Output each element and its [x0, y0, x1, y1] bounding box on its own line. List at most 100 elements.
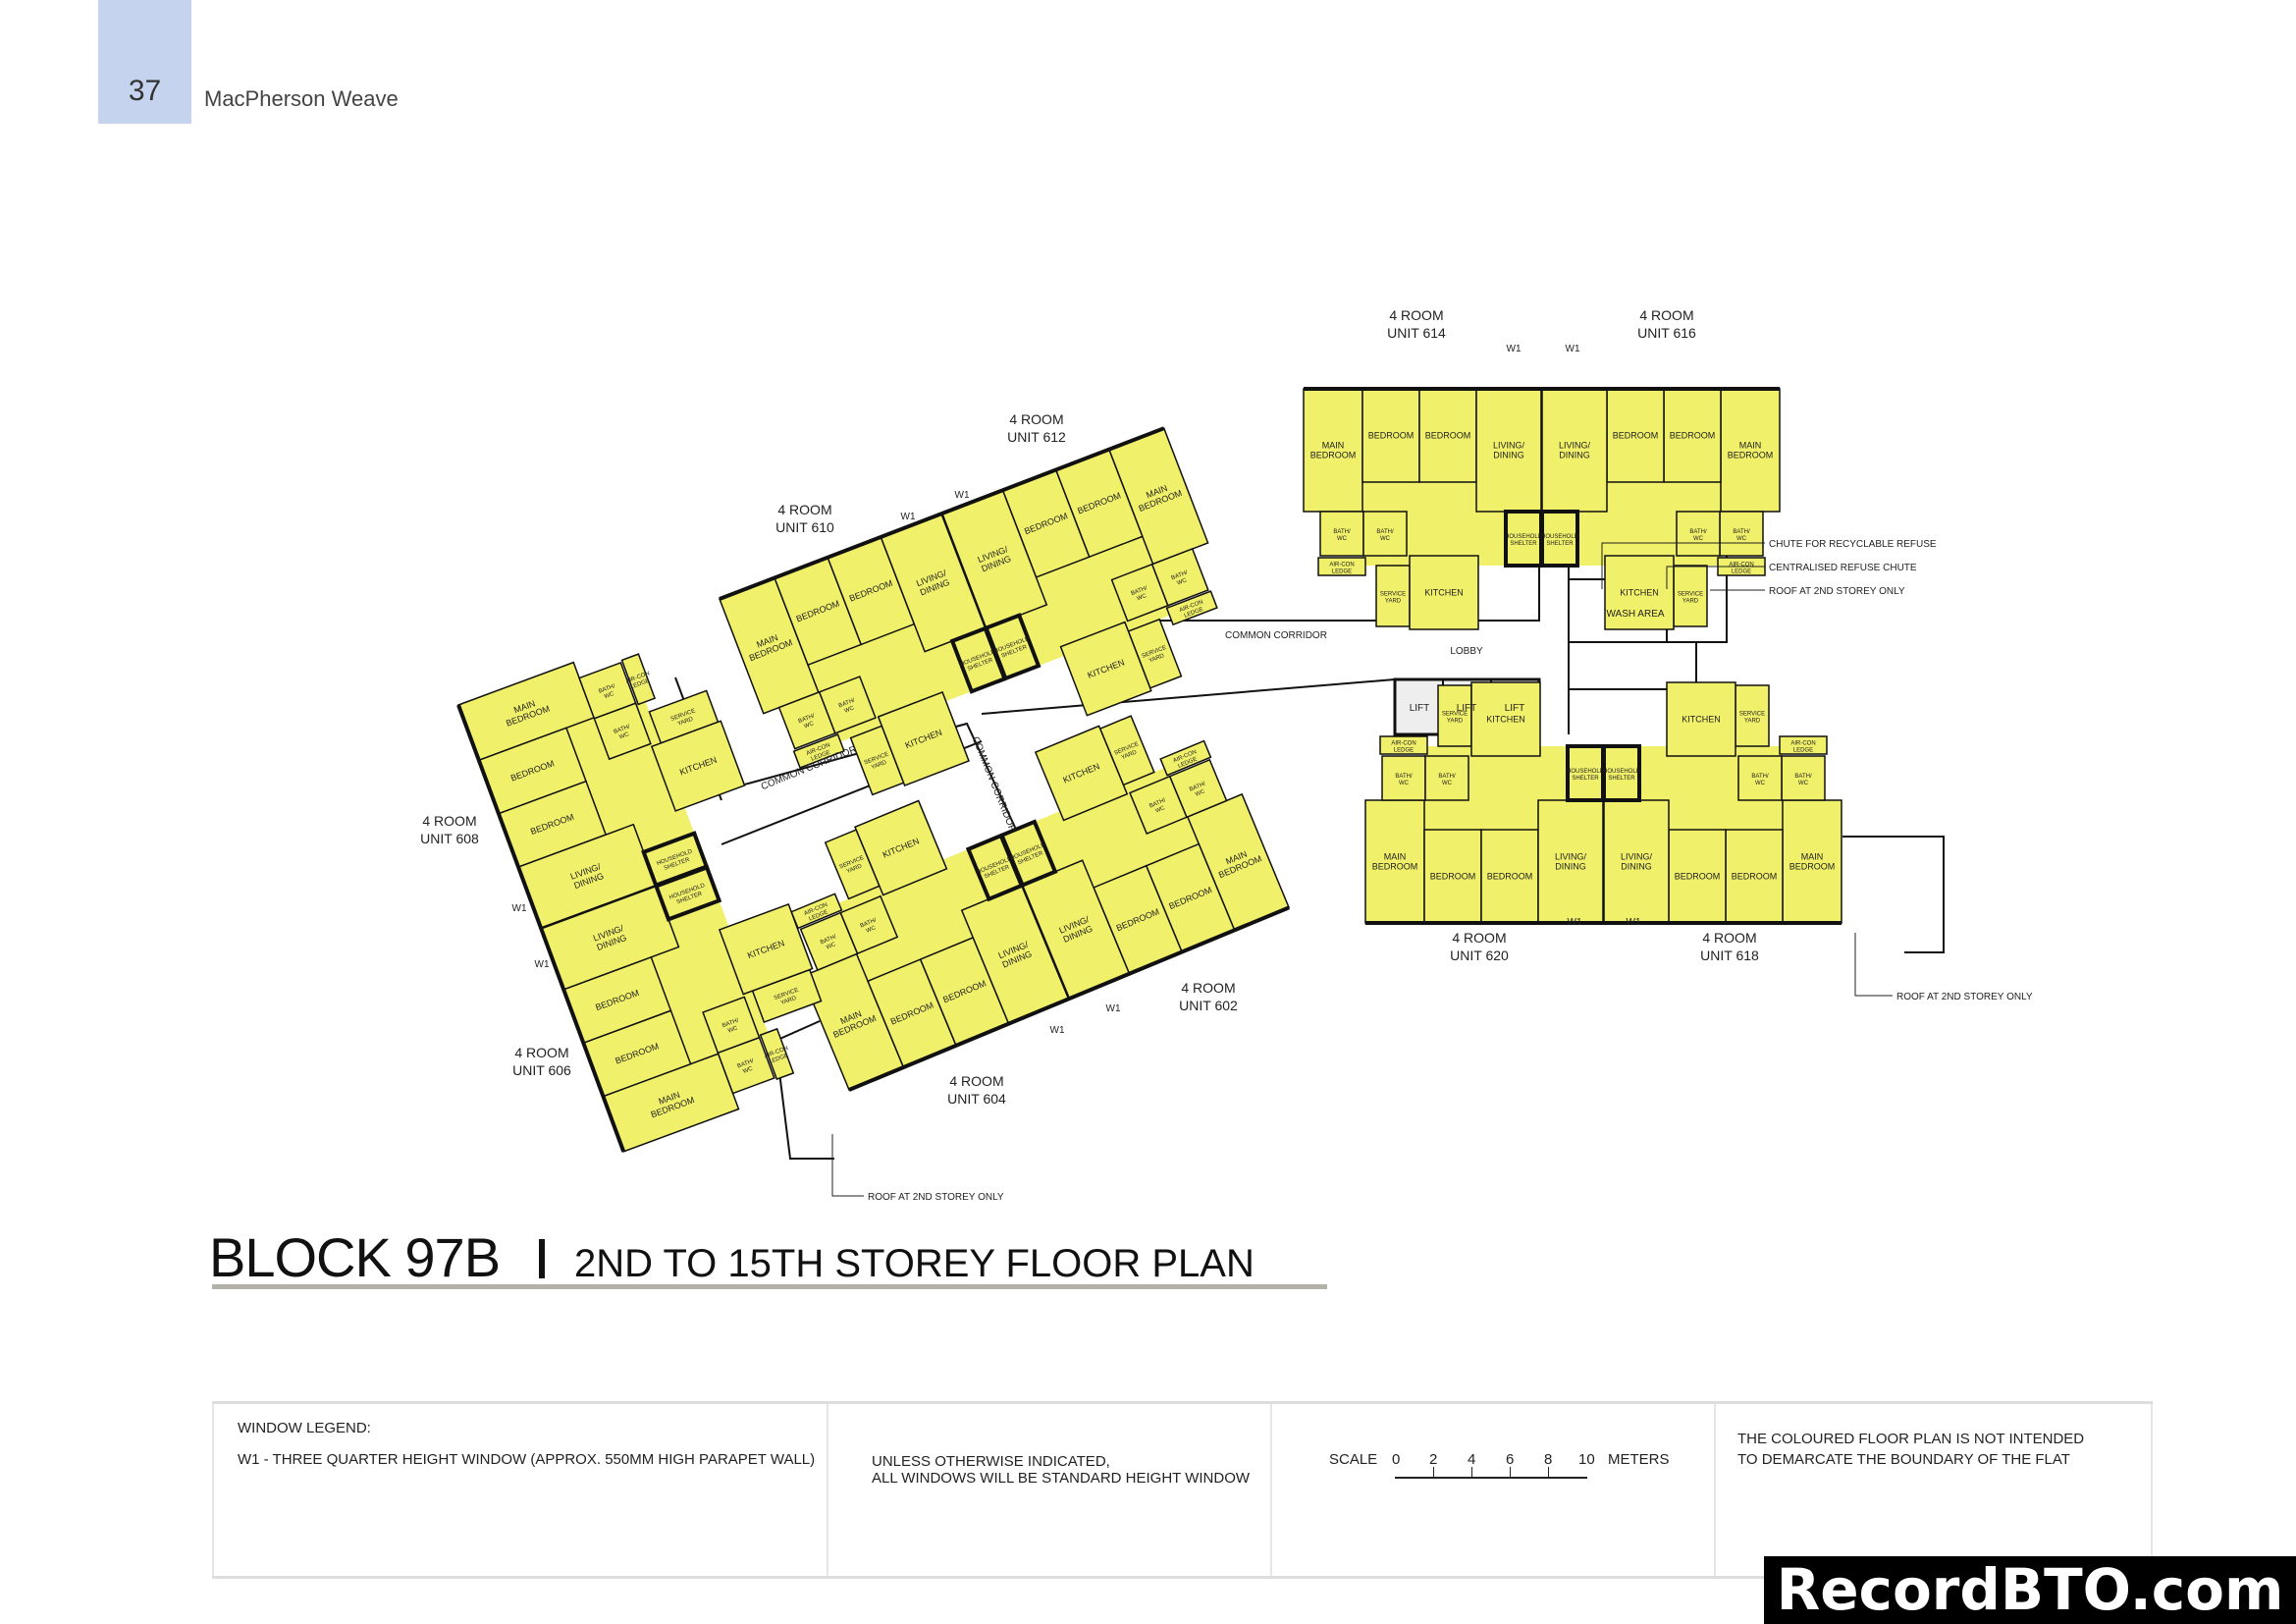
window-tag: W1: [901, 512, 916, 522]
scale-tick: 10: [1578, 1451, 1595, 1468]
window-tag: W1: [1568, 917, 1582, 928]
svg-text:4 ROOM: 4 ROOM: [422, 813, 476, 829]
kitchen-label: KITCHEN: [1682, 715, 1721, 725]
kitchen-room: [1470, 681, 1541, 757]
facade-wall: [719, 426, 1165, 601]
bath-label: BATH/WC: [1171, 569, 1192, 587]
bath-label: BATH/WC: [1333, 529, 1351, 542]
scale-tick: 0: [1392, 1451, 1401, 1468]
page-number: 37: [128, 75, 162, 107]
window-tag: W1: [535, 959, 550, 970]
svg-text:4 ROOM: 4 ROOM: [1009, 411, 1063, 427]
svg-text:UNIT 614: UNIT 614: [1387, 325, 1446, 341]
svg-text:4 ROOM: 4 ROOM: [1702, 930, 1756, 946]
scale-tick: 6: [1506, 1451, 1515, 1468]
svg-text:4 ROOM: 4 ROOM: [777, 502, 831, 517]
window-tag: W1: [512, 903, 527, 914]
leader-line: [1666, 566, 1765, 589]
lift-label: LIFT: [1410, 703, 1430, 714]
scale-tick: 4: [1468, 1451, 1476, 1468]
window-legend-heading: WINDOW LEGEND:: [238, 1420, 371, 1436]
kitchen-room: [877, 690, 970, 786]
document-title: MacPherson Weave: [204, 86, 399, 111]
bath-room: [1129, 775, 1188, 836]
aircon-room: [1779, 735, 1828, 755]
bedroom-label: BEDROOM: [1487, 872, 1533, 882]
wash-area-label: WASH AREA: [1606, 609, 1664, 620]
staircase: [1568, 641, 1697, 690]
aircon-room: [792, 733, 845, 769]
aircon-room: [1165, 590, 1218, 626]
svg-text:UNIT 610: UNIT 610: [775, 519, 834, 535]
disclaimer-line2: TO DEMARCATE THE BOUNDARY OF THE FLAT: [1737, 1451, 2070, 1468]
annotation-roof: ROOF AT 2ND STOREY ONLY: [1896, 992, 2033, 1002]
annotation-roof: ROOF AT 2ND STOREY ONLY: [1769, 586, 1905, 597]
bath-room: [702, 996, 761, 1055]
living-label: LIVING/DINING: [1493, 441, 1525, 460]
annotation-refuse-chute: CENTRALISED REFUSE CHUTE: [1769, 563, 1917, 573]
bedroom-label: BEDROOM: [1675, 872, 1721, 882]
lift-label: LIFT: [1505, 703, 1525, 714]
bath-label: BATH/WC: [798, 713, 819, 731]
svg-text:4 ROOM: 4 ROOM: [1639, 307, 1693, 323]
unit-label-616: 4 ROOM UNIT 616: [1637, 307, 1696, 341]
scale-tick: 2: [1429, 1451, 1438, 1468]
bath-label: BATH/WC: [1131, 585, 1151, 603]
window-note-cell: UNLESS OTHERWISE INDICATED, ALL WINDOWS …: [827, 1404, 1270, 1576]
svg-text:UNIT 612: UNIT 612: [1007, 429, 1066, 445]
svg-text:4 ROOM: 4 ROOM: [1181, 980, 1235, 996]
bedroom-label: BEDROOM: [1732, 872, 1778, 882]
bath-room: [818, 676, 877, 734]
facade-wall: [456, 704, 626, 1153]
svg-text:4 ROOM: 4 ROOM: [1452, 930, 1506, 946]
shelter-room: [653, 864, 722, 922]
bath-label: BATH/WC: [1794, 774, 1812, 786]
window-tag: W1: [1627, 917, 1641, 928]
svg-text:4 ROOM: 4 ROOM: [514, 1045, 568, 1060]
leader-line: [1854, 933, 1893, 997]
facade-wall: [848, 905, 1290, 1092]
bath-label: BATH/WC: [736, 1058, 757, 1076]
building-wing: MAINBEDROOMBEDROOMBEDROOMLIVING/DININGBA…: [456, 653, 823, 1153]
kitchen-room: [1604, 555, 1675, 630]
kitchen-room: [650, 720, 746, 812]
corridor-wall: [981, 677, 1396, 734]
window-tag: W1: [1566, 344, 1580, 354]
bath-room: [1424, 755, 1469, 801]
bedroom-label: BEDROOM: [1368, 431, 1415, 441]
bedroom-label: BEDROOM: [1425, 431, 1471, 441]
floor-plan-subtitle: 2ND TO 15TH STOREY FLOOR PLAN: [574, 1242, 1255, 1285]
bath-room: [1362, 511, 1408, 557]
scale-unit: METERS: [1608, 1451, 1670, 1468]
unit-label-612: 4 ROOM UNIT 612: [1007, 411, 1066, 445]
svg-text:UNIT 616: UNIT 616: [1637, 325, 1696, 341]
bath-label: BATH/WC: [1751, 774, 1769, 786]
bath-label: BATH/WC: [838, 698, 859, 716]
scale-label: SCALE: [1329, 1451, 1378, 1468]
kitchen-room: [854, 799, 948, 896]
scale-tick: 8: [1544, 1451, 1553, 1468]
roof-outline: [1842, 836, 1945, 953]
aircon-room: [759, 1027, 795, 1081]
kitchen-room: [718, 902, 814, 996]
window-tag: W1: [1106, 1003, 1121, 1014]
roof-outline: [774, 1020, 834, 1160]
w1-description: W1 - THREE QUARTER HEIGHT WINDOW (APPROX…: [238, 1451, 816, 1468]
kitchen-room: [1409, 555, 1479, 630]
leader-line: [1601, 542, 1765, 589]
aircon-room: [1317, 557, 1366, 576]
